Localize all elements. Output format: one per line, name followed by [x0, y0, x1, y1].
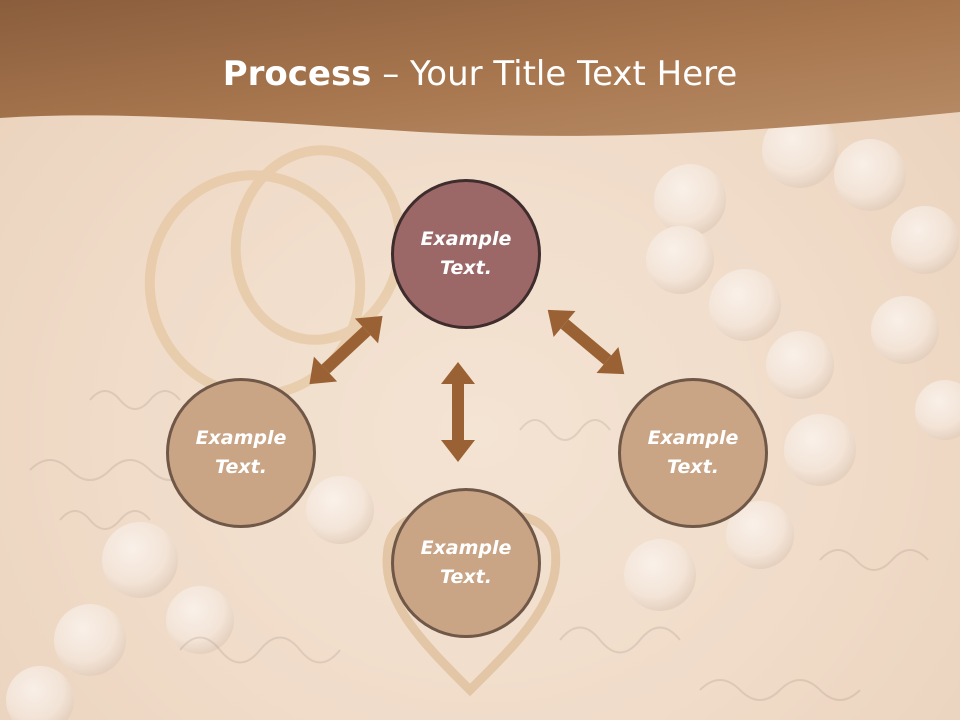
title-rest-part: – Your Title Text Here [371, 54, 738, 94]
slide-title: Process – Your Title Text Here [0, 52, 960, 96]
double-arrow-left-icon [309, 315, 383, 385]
process-node-bottom[interactable]: Example Text. [391, 488, 541, 638]
handwriting-texture [29, 390, 929, 701]
header-band [0, 0, 960, 136]
node-top-label: Example Text. [420, 228, 512, 279]
title-bold-part: Process [222, 54, 372, 94]
process-node-top[interactable]: Example Text. [391, 179, 541, 329]
node-right-label: Example Text. [647, 427, 739, 478]
node-left-label: Example Text. [195, 427, 287, 478]
pearls-image [6, 112, 960, 720]
process-node-left[interactable]: Example Text. [166, 378, 316, 528]
double-arrow-vertical-icon [441, 362, 475, 462]
process-node-right[interactable]: Example Text. [618, 378, 768, 528]
node-bottom-label: Example Text. [420, 537, 512, 588]
double-arrow-right-icon [547, 309, 625, 375]
